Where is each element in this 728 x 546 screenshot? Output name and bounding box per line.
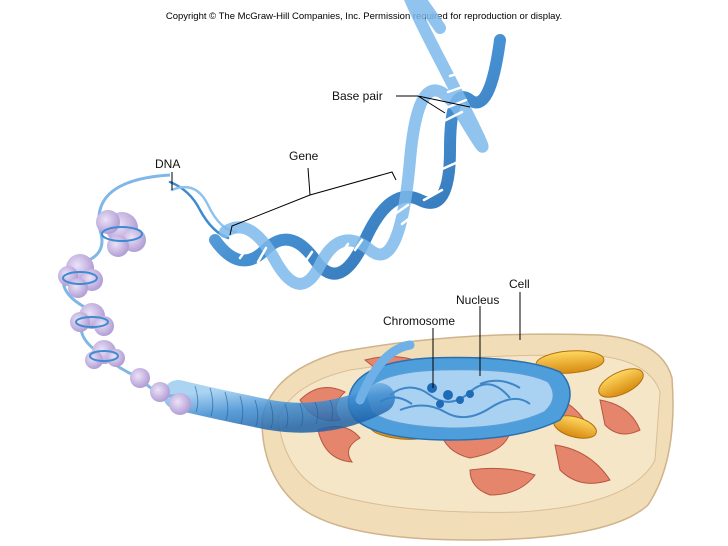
mitochondrion [598, 368, 644, 398]
dna-backbone-b [219, 0, 489, 290]
copyright-notice: Copyright © The McGraw-Hill Companies, I… [165, 11, 563, 22]
chromosome-in-nucleus [427, 383, 474, 408]
chromosome-label: Chromosome [383, 314, 456, 328]
dna-double-helix [209, 0, 506, 290]
nucleus [347, 356, 571, 441]
nucleus-label: Nucleus [456, 293, 500, 307]
leader-lines [171, 95, 521, 388]
histone [58, 254, 103, 298]
dna-backbone-a [209, 34, 506, 280]
histone [96, 210, 146, 257]
histone [130, 368, 191, 415]
nucleosomes [58, 173, 191, 415]
fiber-end [355, 340, 415, 405]
cell-label: Cell [509, 277, 530, 291]
gene-label: Gene [289, 149, 319, 163]
gene-leader [307, 167, 311, 196]
chromatin-fiber [163, 340, 415, 433]
cell [261, 333, 674, 541]
base-pair-label: Base pair [332, 89, 383, 103]
dna-base-pairs [238, 36, 488, 267]
dna-label: DNA [155, 157, 181, 171]
chromatin [379, 379, 531, 419]
supercoiled-fiber [163, 380, 395, 433]
base-pair-leader [396, 95, 471, 114]
